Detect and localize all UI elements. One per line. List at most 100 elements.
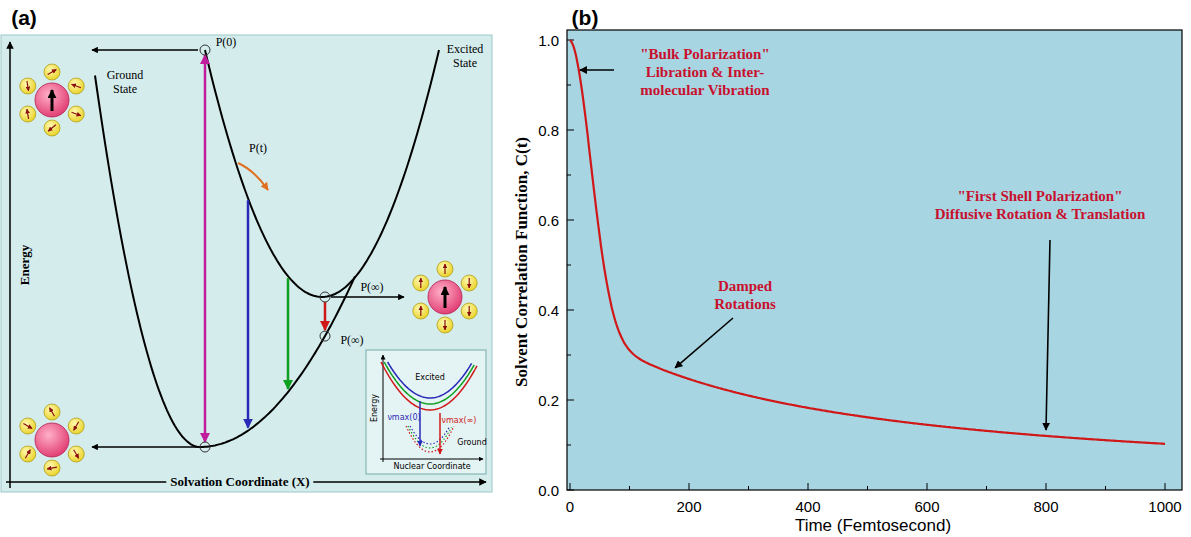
inset-nuclear-axis [380, 459, 483, 460]
tick-label: 0.0 [538, 482, 559, 499]
solvent-molecule [68, 446, 84, 462]
solvent-dipole [27, 81, 29, 91]
pointer-arrow [580, 69, 614, 71]
y-tick [567, 310, 574, 311]
solvation-shell-icon [20, 64, 84, 136]
solvent-dipole [469, 306, 470, 316]
state-marker [320, 331, 330, 341]
axis-title: Energy [17, 245, 33, 285]
solvent-dipole [420, 306, 421, 316]
plot-area [567, 30, 1182, 490]
x-tick [1105, 486, 1106, 490]
solvent-dipole [444, 264, 445, 274]
tick-label: 0.8 [538, 122, 559, 139]
solvent-molecule [413, 303, 429, 319]
solute-dipole [444, 287, 447, 308]
axis-title: Nuclear Coordinate [393, 462, 470, 471]
ground-state-curve [95, 76, 355, 448]
x-tick [1165, 483, 1166, 490]
solvent-molecule [68, 78, 84, 94]
solvent-molecule [20, 106, 36, 122]
state-label: P(∞) [340, 333, 363, 347]
annotation: "First Shell Polarization" Diffusive Rot… [928, 187, 1153, 223]
inset-excited-curve [384, 362, 474, 404]
emission-arrow [247, 200, 250, 427]
state-marker [320, 292, 330, 302]
solute-molecule [35, 423, 69, 457]
absorption-arrow [204, 55, 207, 442]
state-label: P(∞) [360, 280, 383, 294]
solvent-molecule [44, 404, 60, 420]
y-tick [567, 130, 574, 131]
solvent-dipole [74, 450, 79, 459]
tick-label: 0 [566, 498, 574, 515]
axis-title: Solvation Coordinate (X) [166, 474, 313, 490]
solute-molecule [428, 280, 462, 314]
solvent-dipole [420, 278, 421, 288]
x-tick [986, 486, 987, 490]
x-tick [629, 486, 630, 490]
solvent-molecule [20, 446, 36, 462]
pointer-arrow [92, 49, 198, 50]
pointer-arrow [675, 318, 733, 368]
state-marker [200, 442, 210, 452]
inset-emission-arrow [419, 401, 421, 446]
solvent-dipole [74, 422, 79, 431]
solvent-molecule [413, 275, 429, 291]
x-tick [570, 483, 571, 490]
solvent-dipole [469, 278, 470, 288]
solvent-molecule [44, 120, 60, 136]
energy-axis [9, 42, 11, 488]
solvent-dipole [23, 424, 32, 429]
correlation-plot [567, 40, 1165, 490]
solvation-shell-icon [413, 261, 477, 333]
axis-title: Time (Femtosecond) [795, 516, 951, 536]
solvent-dipole [444, 320, 445, 330]
solvent-dipole [27, 109, 29, 119]
transition-label: νmax(∞) [442, 416, 477, 425]
y-tick [567, 85, 571, 86]
solvent-molecule [44, 460, 60, 476]
energy-diagram [6, 42, 486, 488]
solvent-dipole [72, 112, 81, 115]
x-tick [808, 483, 809, 490]
transition-label: νmax(0) [387, 413, 420, 422]
y-tick [567, 490, 574, 491]
y-tick [567, 355, 571, 356]
solvent-molecule [437, 261, 453, 277]
panel-label: (a) [11, 6, 37, 30]
solute-dipole [51, 90, 54, 111]
solvent-dipole [48, 70, 57, 75]
axis-title: Solvent Correlation Function, C(t) [512, 137, 532, 387]
y-tick [567, 445, 571, 446]
x-tick [1046, 483, 1047, 490]
annotation: "Bulk Polarization" Libration & Inter- m… [615, 45, 795, 99]
solvation-shell-icon [20, 404, 84, 476]
solvent-molecule [437, 317, 453, 333]
y-tick [567, 265, 571, 266]
state-label: P(0) [216, 35, 237, 49]
y-tick [567, 175, 571, 176]
pointer-arrow [92, 446, 198, 447]
curve-label: Ground State [101, 68, 149, 96]
solvent-dipole [72, 84, 81, 87]
panel-background [1, 35, 492, 492]
solvent-molecule [20, 418, 36, 434]
inset-ground-curve [410, 426, 449, 444]
x-tick [867, 486, 868, 490]
y-tick [567, 220, 574, 221]
state-label: P(t) [249, 141, 267, 155]
correlation-curve [570, 40, 1165, 444]
panel-label: (b) [572, 6, 599, 30]
x-tick [927, 483, 928, 490]
solvent-molecule [44, 64, 60, 80]
solute-molecule [35, 83, 69, 117]
solvent-molecule [461, 275, 477, 291]
solvent-molecule [20, 78, 36, 94]
inset-ground-curve [406, 426, 454, 452]
curve-label: Excited [415, 373, 444, 382]
inset-box [366, 350, 486, 474]
inset-excited-curve [381, 362, 477, 410]
